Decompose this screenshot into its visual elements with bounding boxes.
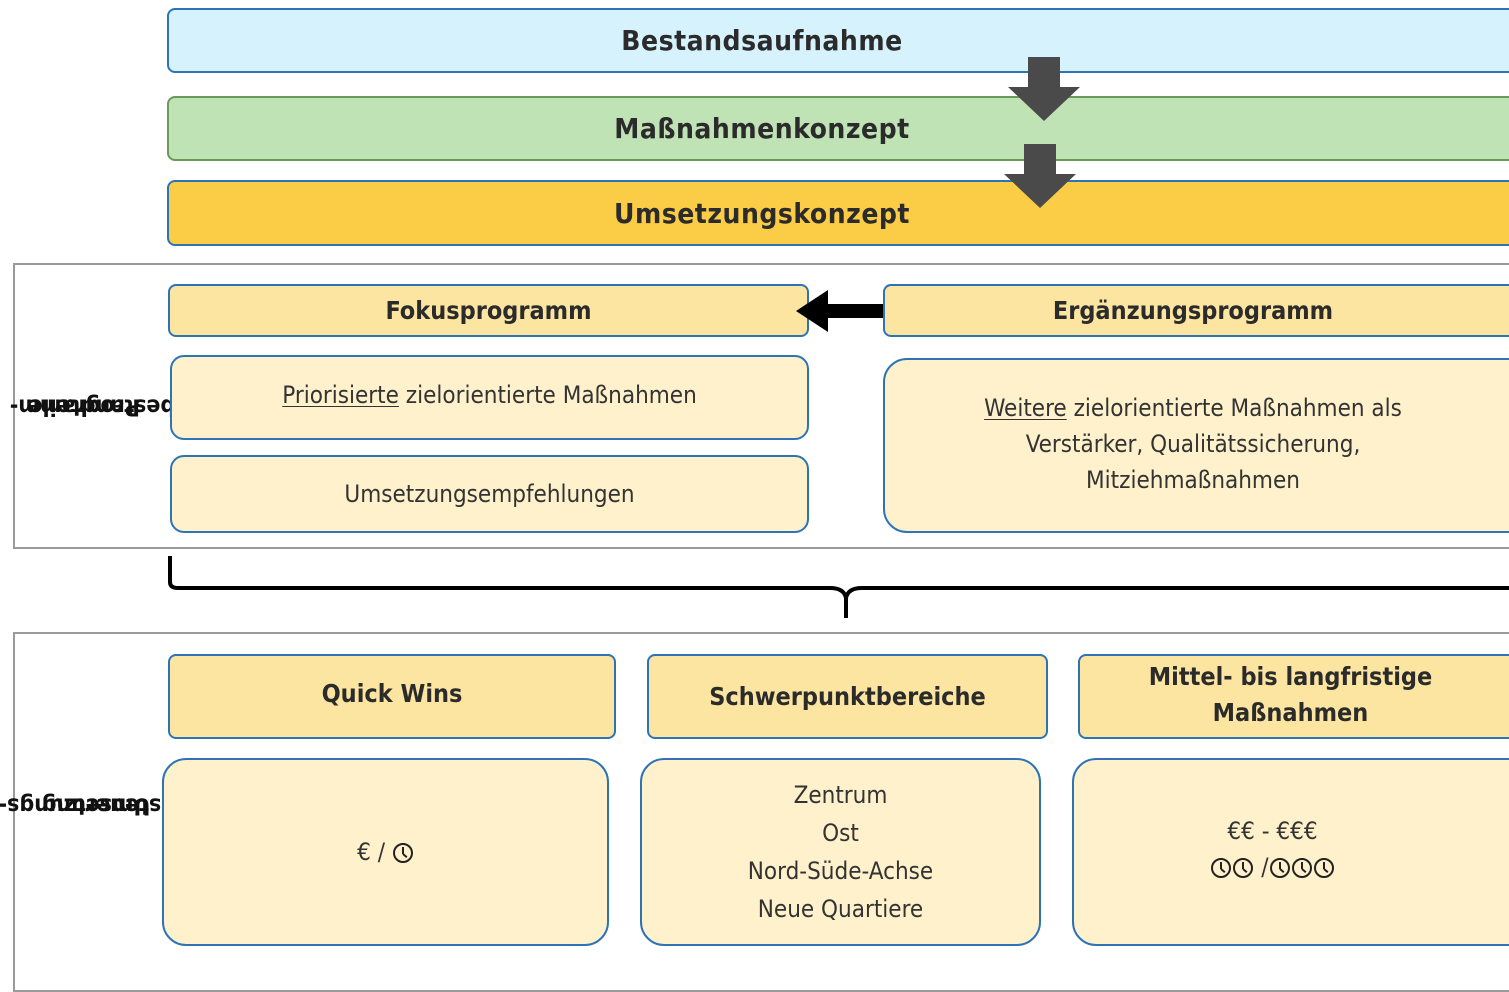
stage-bestandsaufnahme: Bestandsaufnahme [167,8,1509,73]
fokus-priorisierte-box: Priorisierte zielorientierte Maßnahmen [170,355,809,440]
curly-brace-icon [168,556,1509,618]
clock-icon [1233,858,1254,878]
programm-side-label: Programm-bestandteile [9,393,175,420]
fokus-umsetzungsempfehlungen-box: Umsetzungsempfehlungen [170,455,809,533]
stage-label: Maßnahmenkonzept [614,112,910,145]
ergaenzung-header: Ergänzungsprogramm [883,284,1509,337]
stage-label: Umsetzungskonzept [614,196,910,230]
list-item: Ost [822,819,859,847]
schwerpunkt-box: Zentrum Ost Nord-Süde-Achse Neue Quartie… [640,758,1041,946]
fokus-header: Fokusprogramm [168,284,809,337]
list-item: Zentrum [793,781,888,809]
stage-massnahmenkonzept: Maßnahmenkonzept [167,96,1509,161]
down-arrow-icon [1004,144,1076,208]
stage-umsetzungskonzept: Umsetzungskonzept [167,180,1509,246]
ergaenzung-box: Weitere zielorientierte Maßnahmen als Ve… [883,358,1509,533]
quick-wins-header: Quick Wins [168,654,616,739]
clock-icon [392,843,413,863]
mittel-langfristig-box: €€ - €€€ / [1072,758,1509,946]
quick-wins-box: € / [162,758,609,946]
clock-icon [1211,858,1232,878]
steuerung-side-label: Umsetzungs-steuerung [0,792,162,818]
list-item: Nord-Süde-Achse [747,857,934,885]
down-arrow-icon [1008,57,1080,121]
stage-label: Bestandsaufnahme [621,24,903,57]
clock-icon [1291,858,1312,878]
mittel-langfristig-header: Mittel- bis langfristige Maßnahmen [1078,654,1509,739]
clock-icon [1313,858,1334,878]
clock-icon [1269,858,1290,878]
list-item: Neue Quartiere [757,895,924,923]
schwerpunkt-header: Schwerpunktbereiche [647,654,1048,739]
